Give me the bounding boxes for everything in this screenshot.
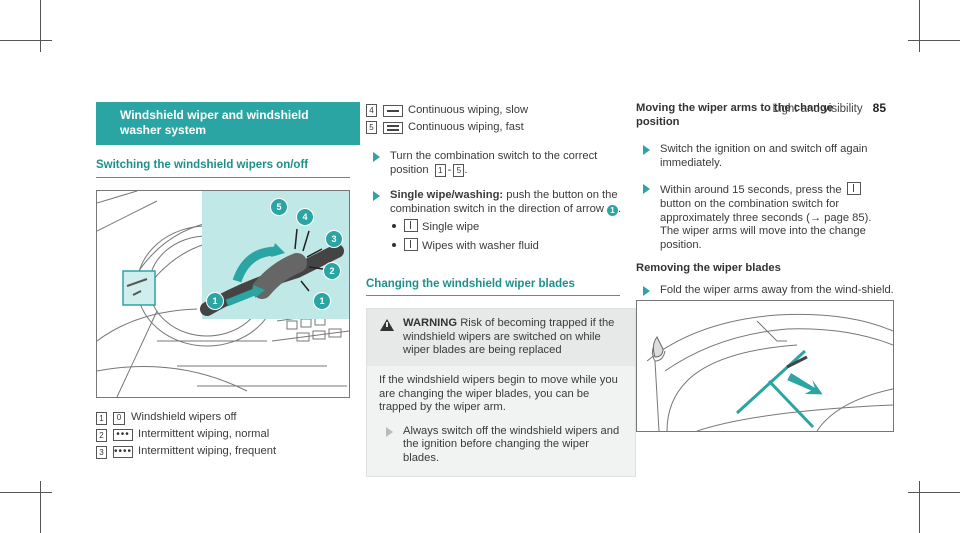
step-arrow-icon [373,152,380,162]
legend-text: Intermittent wiping, normal [138,428,270,441]
key-box: 5 [453,163,465,177]
crop-mark [908,492,960,493]
instruction-step: Turn the combination switch to the corre… [366,150,622,177]
key-box: 1 [96,411,107,425]
step-arrow-icon [386,426,393,437]
bullet-text: Wipes with washer fluid [422,239,539,252]
middle-column: 4 Continuous wiping, slow 5 Continuous w… [366,102,636,477]
legend-list: 1 0 Windshield wipers off 2 ••• Intermit… [96,410,352,461]
callout-badge: 5 [270,197,288,216]
step-text: Switch the ignition on and switch off ag… [660,143,868,169]
single-wipe-icon [404,219,418,233]
divider [96,176,350,178]
key-box: 2 [96,428,107,442]
warning-icon [380,319,394,332]
subheading: Switching the windshield wipers on/off [96,159,309,171]
callout-badge: 1 [313,291,331,310]
legend-item: 3 •••• Intermittent wiping, frequent [96,444,352,461]
divider [366,295,620,297]
step-text: Within around 15 seconds, press the [660,184,842,197]
left-column: Windshield wiper and windshield washer s… [96,102,360,461]
callout-badge: 4 [296,207,314,226]
warning-body: If the windshield wipers begin to move w… [367,366,635,476]
crop-mark [40,481,41,533]
punctuation: . [618,202,622,215]
warning-label: WARNING [403,317,458,330]
legend-text: Windshield wipers off [131,411,237,424]
key-box: 5 [366,121,377,134]
step-text: button on the combination switch for app… [660,197,872,224]
instruction-step: Within around 15 seconds, press the butt… [636,182,894,252]
bullet-item: Single wipe [390,219,622,235]
warning-header: WARNING Risk of becoming trapped if the … [367,309,635,366]
callout-badge: 1 [206,291,224,310]
page-number: 85 [872,101,886,115]
step-arrow-icon [643,145,650,156]
crop-mark [919,481,920,533]
step-label: Single wipe/washing: [390,189,504,202]
step-result: The wiper arms will move into the change… [660,225,866,251]
step-text: Always switch off the windshield wipers … [403,424,620,464]
instruction-step: Fold the wiper arms away from the wind-s… [636,284,894,298]
instruction-step: Single wipe/washing: push the button on … [366,189,622,253]
warning-body-text: If the windshield wipers begin to move w… [379,373,618,414]
legend-item: 2 ••• Intermittent wiping, normal [96,427,352,444]
instruction-step: Always switch off the windshield wipers … [379,425,625,466]
crop-mark [908,40,960,41]
off-symbol-icon: 0 [113,411,125,425]
bullet-item: Wipes with washer fluid [390,237,622,254]
crop-mark [0,492,52,493]
step-text: push the button on the combination switc… [390,189,618,215]
warning-box: WARNING Risk of becoming trapped if the … [366,308,636,477]
step-text: Fold the wiper arms away from the wind-s… [660,283,894,296]
legend-text: Continuous wiping, fast [408,120,524,133]
section-heading: Moving the wiper arms to the change posi… [636,102,834,128]
key-box: 4 [366,104,377,117]
legend-item: 4 Continuous wiping, slow [366,102,622,119]
washer-button-icon [846,182,861,196]
subheading: Changing the windshield wiper blades [366,277,575,290]
continuous-fast-icon [383,121,403,134]
key-box: 3 [96,445,107,459]
washer-wipe-icon [404,237,418,251]
intermittent-frequent-icon: •••• [113,446,133,459]
legend-text: Continuous wiping, slow [408,103,529,116]
warning-head-text: Risk of becoming trapped if the windshie… [403,317,615,357]
continuous-slow-icon [383,104,403,117]
callout-badge: 3 [325,229,343,248]
legend-text: Intermittent wiping, frequent [138,445,277,458]
step-text: Turn the combination switch to the corre… [390,150,598,176]
section-title: Light and visibility [772,103,863,115]
crop-mark [919,0,920,52]
section-banner: Windshield wiper and windshield washer s… [96,102,360,145]
page-header: Light and visibility 85 [772,101,887,117]
arrow-badge: 1 [607,204,619,216]
punctuation: . [464,163,468,176]
range-dash: - [447,163,452,176]
step-arrow-icon [643,285,650,296]
bullet-text: Single wipe [422,221,480,234]
right-column: Moving the wiper arms to the change posi… [636,102,894,432]
key-box: 1 [434,163,446,177]
wiper-switch-illustration: 1 1 2 3 4 5 [96,189,350,398]
wiper-blade-illustration [636,300,894,432]
crop-mark [40,0,41,52]
callout-badge: 2 [323,261,341,280]
legend-item: 1 0 Windshield wipers off [96,410,352,427]
step-arrow-icon [643,184,650,195]
intermittent-normal-icon: ••• [113,429,133,442]
step-arrow-icon [373,191,380,202]
crop-mark [0,40,52,41]
instruction-step: Switch the ignition on and switch off ag… [636,143,894,170]
legend-item: 5 Continuous wiping, fast [366,119,622,136]
windshield-figure [646,313,893,431]
section-heading: Removing the wiper blades [636,262,781,275]
